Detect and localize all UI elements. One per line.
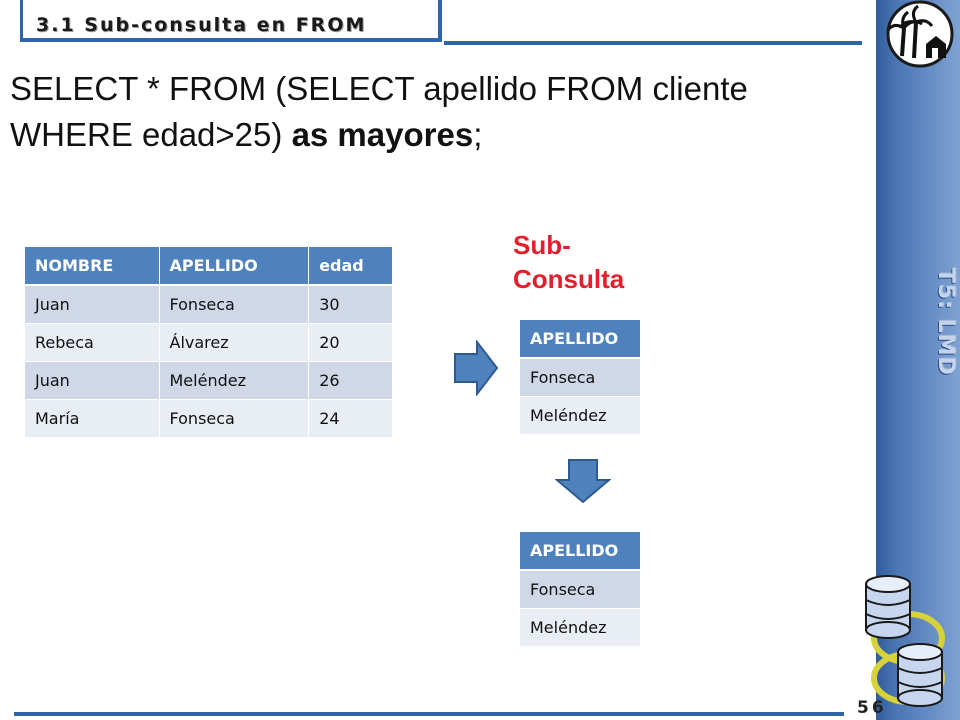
- source-cell: Meléndez: [159, 360, 310, 399]
- sql-line-2-suffix: ;: [473, 116, 483, 153]
- source-cell: Rebeca: [25, 322, 160, 361]
- table-row: Meléndez: [520, 607, 640, 646]
- bottom-rule: [14, 712, 844, 716]
- arrow-down-icon: [555, 459, 611, 504]
- source-cell: María: [25, 398, 160, 437]
- title-underline: [444, 41, 862, 45]
- source-cell: 24: [308, 398, 393, 437]
- source-cell: Fonseca: [159, 398, 310, 437]
- sql-line-2-prefix: WHERE edad>25): [10, 116, 292, 153]
- subquery-label-line2: Consulta: [513, 264, 625, 294]
- table-row: Meléndez: [520, 395, 640, 434]
- sql-line-1: SELECT * FROM (SELECT apellido FROM clie…: [10, 70, 748, 107]
- result-cell: Fonseca: [520, 569, 640, 608]
- source-header-cell: edad: [308, 247, 393, 286]
- subquery-label-line1: Sub-: [513, 230, 571, 260]
- result-header-cell: APELLIDO: [520, 532, 640, 571]
- palm-trees-house-icon: [886, 0, 954, 68]
- source-cell: Juan: [25, 284, 160, 323]
- subquery-cell: Fonseca: [520, 357, 640, 396]
- subquery-header-cell: APELLIDO: [520, 320, 640, 359]
- sql-alias: as mayores: [291, 116, 474, 153]
- source-cell: 20: [308, 322, 393, 361]
- slide-title: 3.1 Sub-consulta en FROM: [36, 14, 367, 36]
- result-cell: Meléndez: [520, 607, 640, 646]
- subquery-cell: Meléndez: [520, 395, 640, 434]
- database-icon: [865, 575, 945, 707]
- title-tab: [20, 0, 442, 42]
- table-row: Fonseca: [520, 569, 640, 608]
- result-header-row: APELLIDO: [520, 532, 640, 571]
- source-header-cell: NOMBRE: [25, 247, 160, 286]
- arrow-right-icon: [454, 340, 499, 396]
- page-number: 56: [857, 698, 887, 718]
- source-cell: Juan: [25, 360, 160, 399]
- source-cell: 30: [308, 284, 393, 323]
- table-row: Fonseca: [520, 357, 640, 396]
- subquery-header-row: APELLIDO: [520, 320, 640, 359]
- source-header-cell: APELLIDO: [159, 247, 310, 286]
- source-cell: Fonseca: [159, 284, 310, 323]
- source-cell: 26: [308, 360, 393, 399]
- source-cell: Álvarez: [159, 322, 310, 361]
- subquery-label: Sub- Consulta: [513, 228, 624, 296]
- sql-statement: SELECT * FROM (SELECT apellido FROM clie…: [10, 66, 870, 158]
- side-label: T5: LMD: [933, 268, 958, 376]
- sql-line-2: WHERE edad>25) as mayores;: [10, 112, 870, 158]
